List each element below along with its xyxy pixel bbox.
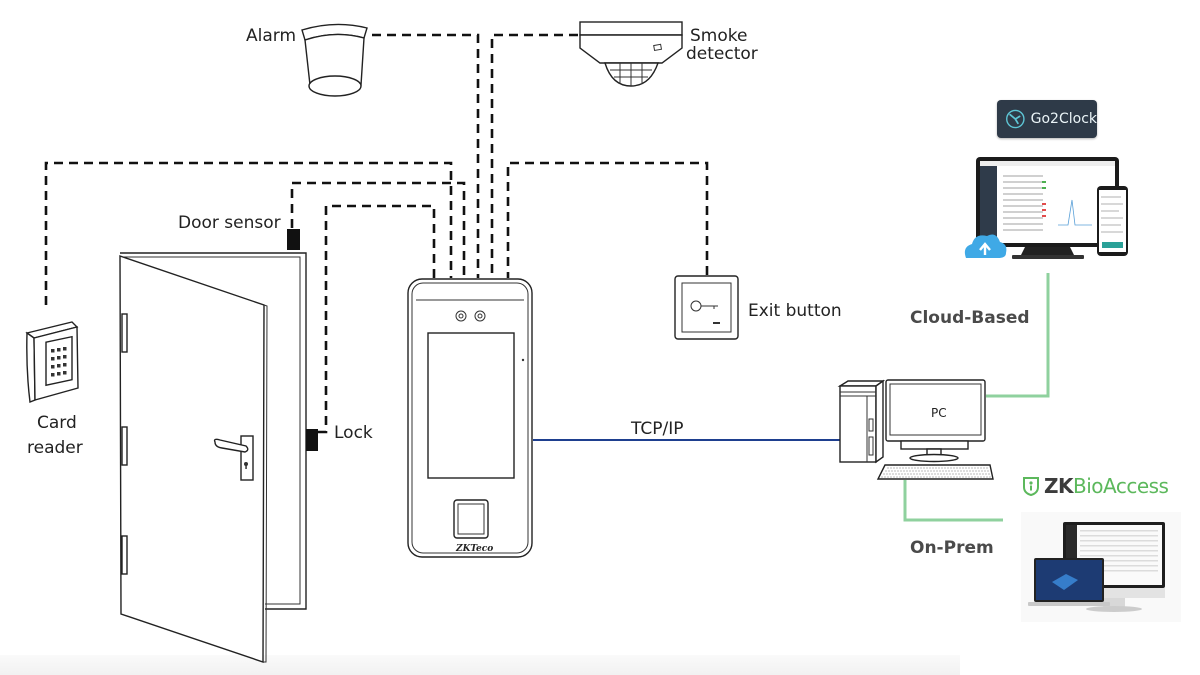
clock-icon <box>1006 109 1025 129</box>
cloud-dashboard-devices <box>964 157 1128 259</box>
alarm-device: Alarm <box>246 23 368 97</box>
onprem-line <box>903 480 1003 522</box>
wire-exit-button <box>506 161 709 278</box>
cloud-upload-icon <box>964 234 1007 258</box>
lock-icon <box>306 429 318 451</box>
shield-icon <box>1023 477 1039 496</box>
wire-card-reader <box>44 161 453 305</box>
zkbioaccess-prefix: ZK <box>1044 474 1074 498</box>
exit-button-label: Exit button <box>748 301 842 321</box>
lock-label: Lock <box>334 423 373 443</box>
pc-label: PC <box>931 406 947 420</box>
terminal-screen <box>427 332 515 479</box>
card-reader-device: Card reader <box>25 321 83 458</box>
onprem-label: On-Prem <box>910 538 994 558</box>
door-sensor-label: Door sensor <box>178 213 281 233</box>
door: Door sensor Lock <box>119 213 373 663</box>
fingerprint-sensor-icon <box>453 499 489 539</box>
pc-device: PC <box>837 379 994 480</box>
door-sensor-icon <box>287 229 300 250</box>
zkbioaccess-suffix: BioAccess <box>1073 474 1169 498</box>
keyboard-icon <box>876 464 994 480</box>
smoke-detector-label-2: detector <box>686 44 758 64</box>
terminal-device: ZKTeco <box>407 278 533 558</box>
smoke-detector-label-1: Smoke <box>690 26 747 46</box>
cloud-based-label: Cloud-Based <box>910 308 1030 328</box>
alarm-label: Alarm <box>246 26 296 46</box>
zkbioaccess-logo: ZK BioAccess <box>1022 474 1169 498</box>
go2clock-logo: Go2Clock <box>997 100 1097 138</box>
keypad-icon <box>51 347 67 377</box>
card-reader-label-2: reader <box>27 438 83 458</box>
door-handle-icon <box>213 435 254 481</box>
tcpip-label: TCP/IP <box>630 419 684 439</box>
smoke-detector-device: Smoke detector <box>579 21 758 87</box>
wire-lock <box>318 204 436 434</box>
wire-smoke <box>490 33 578 278</box>
exit-button-device: Exit button <box>674 275 842 340</box>
wiring-lines <box>44 33 709 434</box>
wire-door-sensor <box>290 181 466 278</box>
cloud-line <box>986 273 1050 398</box>
wire-alarm <box>372 33 480 278</box>
go2clock-text: Go2Clock <box>1030 111 1097 127</box>
card-reader-label-1: Card <box>37 413 77 433</box>
terminal-brand: ZKTeco <box>455 544 493 554</box>
onprem-devices <box>1021 512 1181 622</box>
floor-shadow <box>0 655 960 675</box>
